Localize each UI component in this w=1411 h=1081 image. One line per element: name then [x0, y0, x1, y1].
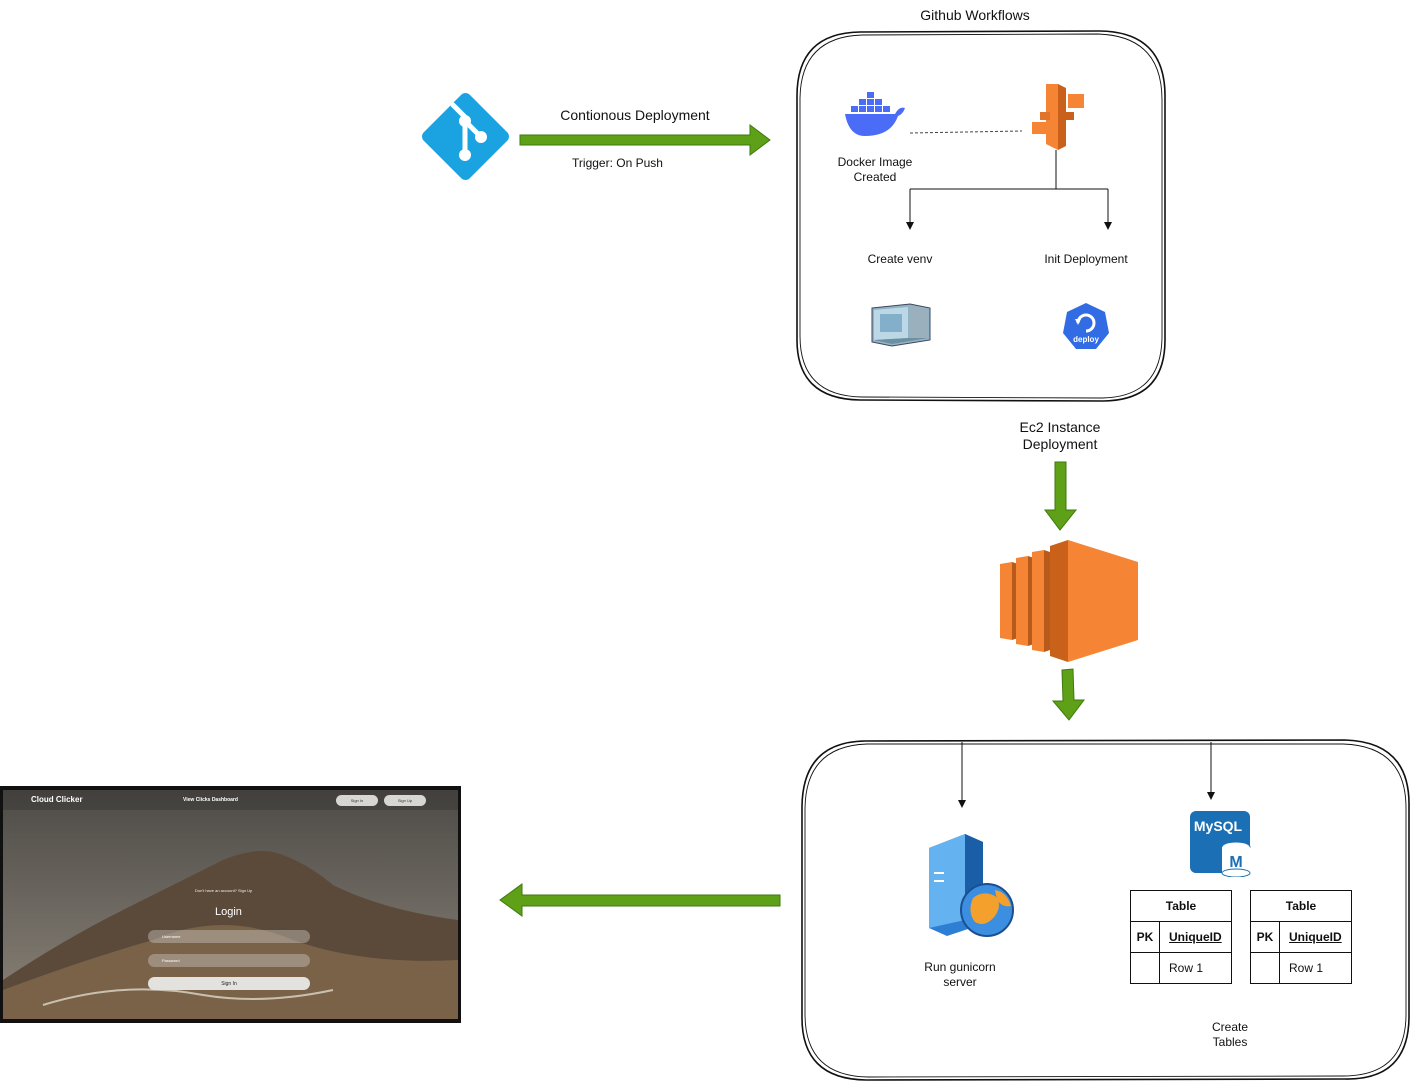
table-title: Table	[1165, 899, 1197, 913]
cd-arrow	[519, 124, 771, 156]
view-clicks-link[interactable]: View Clicks Dashboard	[183, 797, 238, 803]
row-cell: Row 1	[1169, 961, 1204, 975]
mysql-text: MySQL	[1194, 818, 1243, 834]
mysql-icon: MySQL M	[1190, 811, 1251, 877]
sign-in-nav-button[interactable]: Sign In	[336, 795, 378, 806]
username-field[interactable]: Username	[148, 930, 310, 943]
key-field-cell: UniqueID	[1169, 930, 1222, 944]
frontend-arrow	[499, 883, 781, 917]
pk-cell: PK	[1131, 922, 1160, 952]
docker-image-label: Docker Image Created	[837, 155, 913, 184]
run-gunicorn-label: Run gunicorn server	[924, 960, 996, 989]
init-deployment-label: Init Deployment	[1044, 252, 1128, 266]
db-table-2: Table PK UniqueID Row 1	[1250, 890, 1352, 984]
key-field-cell: UniqueID	[1289, 930, 1342, 944]
mountain-background	[3, 790, 458, 1019]
server-globe-icon	[929, 834, 1014, 937]
pk-cell: PK	[1251, 922, 1280, 952]
ec2-arrow	[1044, 461, 1078, 531]
table-title: Table	[1285, 899, 1317, 913]
mysql-m-text: M	[1229, 854, 1242, 871]
cd-label: Contionous Deployment	[560, 107, 710, 123]
empty-cell	[1251, 953, 1280, 983]
github-workflows-title: Github Workflows	[920, 7, 1030, 23]
signup-prompt[interactable]: Don't have an account? Sign Up	[195, 888, 253, 893]
aws-deploy-icon	[1032, 84, 1084, 150]
create-venv-label: Create venv	[867, 252, 933, 266]
create-tables-label: Create Tables	[1211, 1020, 1249, 1049]
ec2-icon	[1000, 540, 1138, 662]
github-workflows-box	[796, 30, 1166, 402]
empty-cell	[1131, 953, 1160, 983]
ec2-deployment-label: Ec2 Instance Deployment	[1019, 419, 1101, 452]
row-cell: Row 1	[1289, 961, 1324, 975]
trigger-label: Trigger: On Push	[572, 156, 663, 170]
frontend-screenshot: Cloud Clicker View Clicks Dashboard Sign…	[0, 786, 461, 1023]
login-title: Login	[215, 906, 242, 918]
sign-up-nav-button[interactable]: Sign Up	[384, 795, 426, 806]
docker-icon	[845, 92, 905, 136]
runtime-arrow	[1051, 668, 1085, 721]
runtime-box	[801, 739, 1410, 1081]
db-table-1: Table PK UniqueID Row 1	[1130, 890, 1232, 984]
deploy-badge-text: deploy	[1073, 335, 1099, 344]
git-icon	[422, 93, 509, 180]
sign-in-button[interactable]: Sign In	[148, 977, 310, 990]
app-brand: Cloud Clicker	[31, 795, 83, 804]
password-field[interactable]: Password	[148, 954, 310, 967]
deploy-badge-icon: deploy	[1063, 303, 1109, 349]
venv-window-icon	[871, 303, 931, 347]
